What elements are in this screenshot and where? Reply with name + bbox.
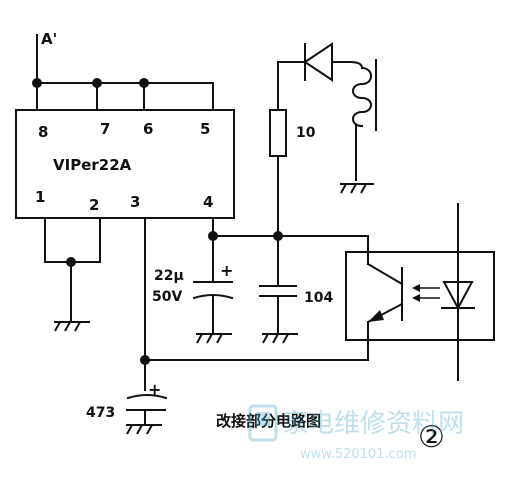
transformer-winding — [348, 59, 377, 181]
watermark-text: 家电维修资料网 — [282, 409, 464, 439]
ground-symbol-ic — [54, 321, 90, 332]
optocoupler — [345, 203, 495, 381]
cap-electrolytic-plus: + — [220, 261, 233, 280]
watermark-logo-icon — [248, 404, 278, 442]
resistor-10: 10 — [269, 61, 316, 237]
pin-7-label: 7 — [100, 120, 110, 138]
cap-electrolytic-value: 22μ — [154, 268, 184, 284]
junction-dot — [66, 257, 76, 267]
ic-viper22a: VIPer22A 8 7 6 5 1 2 3 4 — [15, 109, 235, 219]
pin-6-label: 6 — [143, 120, 153, 138]
cap-ceramic-label: 104 — [304, 290, 333, 306]
pin-8-label: 8 — [38, 123, 48, 141]
pin-3-label: 3 — [130, 193, 140, 211]
pin-5-label: 5 — [200, 120, 210, 138]
pin-4-label: 4 — [203, 193, 213, 211]
cap-bottom-plus: + — [148, 380, 161, 399]
ic-name: VIPer22A — [53, 156, 132, 174]
diagram-caption: 改接部分电路图 — [216, 412, 321, 430]
junction-dot — [92, 78, 102, 88]
node-a-prime: A' — [36, 30, 57, 84]
pins-1-2-ground-wire — [44, 217, 101, 323]
pin-3-wire — [140, 217, 369, 391]
top-bus-wire — [32, 78, 214, 111]
capacitor-22u-50v: + 22μ 50V — [152, 235, 233, 335]
led-icon — [442, 281, 474, 311]
node-a-prime-label: A' — [41, 30, 57, 48]
ground-symbol-winding — [340, 183, 374, 194]
cap-electrolytic-voltage: 50V — [152, 289, 182, 305]
watermark: 家电维修资料网 www.520101.com — [248, 404, 464, 462]
ground-symbol-cap-bottom — [126, 424, 162, 435]
cap-bottom-label: 473 — [86, 405, 115, 421]
resistor-label: 10 — [296, 125, 316, 141]
circled-number: ② — [418, 420, 445, 455]
pin-2-label: 2 — [89, 196, 99, 214]
watermark-url: www.520101.com — [300, 447, 416, 462]
emitter-arrow-icon — [368, 310, 384, 322]
pin-4-wire — [208, 217, 369, 241]
junction-dot — [32, 78, 42, 88]
pin-1-label: 1 — [35, 188, 45, 206]
ground-symbol-cap-ceramic — [262, 333, 298, 344]
ground-symbol-cap-electrolytic — [196, 333, 232, 344]
capacitor-104: 104 — [259, 235, 333, 335]
capacitor-473: + 473 — [86, 380, 168, 426]
junction-dot — [139, 78, 149, 88]
rectifier-diode — [277, 42, 351, 82]
